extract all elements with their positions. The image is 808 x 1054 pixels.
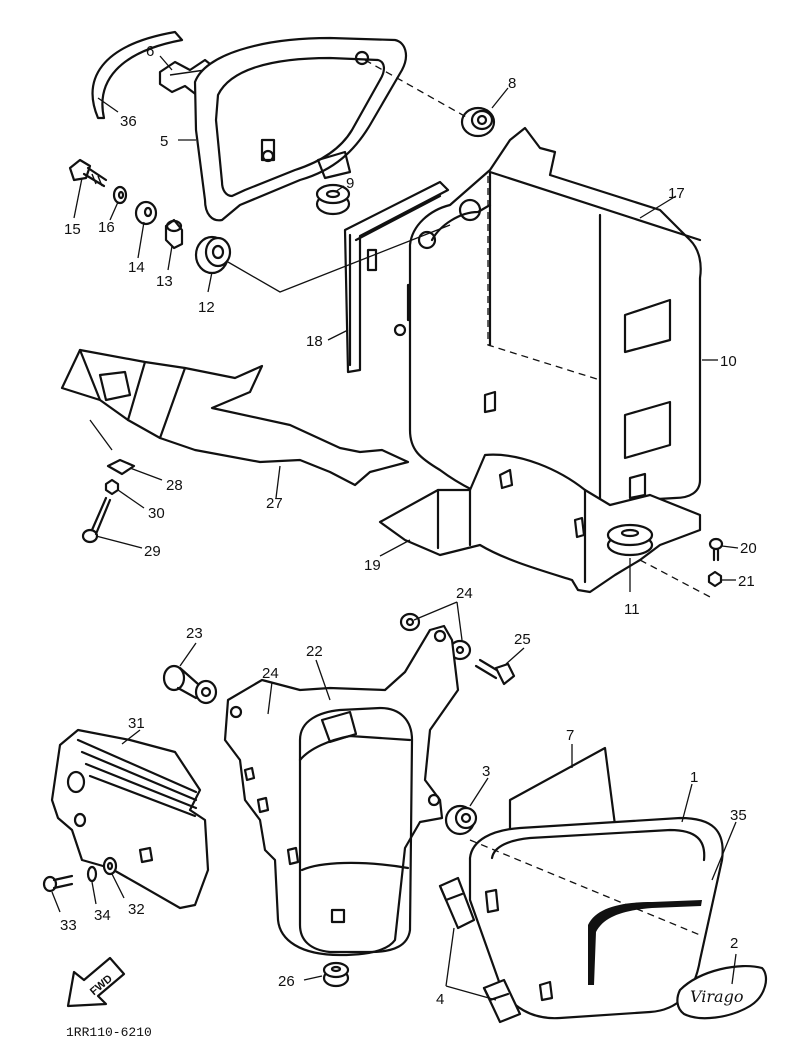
part-33-screw	[42, 874, 74, 893]
callout-14: 14	[128, 259, 145, 276]
part-1-right-cover	[468, 816, 724, 1020]
callout-20: 20	[740, 540, 757, 557]
callout-labels: 36 6 5 8 9 15 16 14 13 12 17 18 10 28 27…	[60, 43, 757, 1008]
part-23-bolt	[162, 664, 218, 705]
leader-lines	[51, 55, 739, 1001]
callout-33: 33	[60, 917, 77, 934]
part-16-washer	[112, 185, 128, 205]
callout-12: 12	[198, 299, 215, 316]
callout-6: 6	[146, 43, 154, 60]
callout-7: 7	[566, 727, 574, 744]
callout-30: 30	[148, 505, 165, 522]
callout-29: 29	[144, 543, 161, 560]
part-30-nut	[104, 478, 120, 496]
callout-27: 27	[266, 495, 283, 512]
part-14-washer	[134, 200, 158, 226]
part-11-grommet	[606, 523, 654, 557]
part-29-screw	[81, 496, 112, 544]
part-21-nut	[707, 570, 723, 588]
part-31-cover-plate	[50, 728, 210, 910]
callout-1: 1	[690, 769, 698, 786]
callout-25: 25	[514, 631, 531, 648]
callout-22: 22	[306, 643, 323, 660]
callout-5: 5	[160, 133, 168, 150]
callout-13: 13	[156, 273, 173, 290]
part-19-tray	[378, 453, 702, 594]
callout-21: 21	[738, 573, 755, 590]
callout-35: 35	[730, 807, 747, 824]
callout-18: 18	[306, 333, 323, 350]
part-27-duct	[60, 348, 410, 487]
callout-17: 17	[668, 185, 685, 202]
part-12-grommet	[194, 235, 232, 275]
callout-28: 28	[166, 477, 183, 494]
fwd-arrow-icon: FWD	[66, 956, 126, 1008]
callout-10: 10	[720, 353, 737, 370]
part-34-washer	[86, 865, 98, 883]
part-20-bolt	[708, 537, 724, 562]
callout-36: 36	[120, 113, 137, 130]
callout-19: 19	[364, 557, 381, 574]
part-28-washer	[106, 458, 136, 476]
alignment-lines	[89, 59, 713, 599]
emblem-text: Virago	[690, 987, 743, 1006]
part-9-damper	[315, 183, 351, 216]
part-8-grommet	[460, 106, 496, 138]
callout-11: 11	[624, 601, 640, 618]
callout-26: 26	[278, 973, 295, 990]
callout-15: 15	[64, 221, 81, 238]
callout-24-lower: 24	[262, 665, 279, 682]
callout-2: 2	[730, 935, 738, 952]
callout-24-upper: 24	[456, 585, 473, 602]
part-3-grommet	[444, 804, 478, 836]
callout-9: 9	[346, 175, 354, 192]
callout-23: 23	[186, 625, 203, 642]
part-4-damper	[438, 876, 522, 1024]
part-22-filter-case	[223, 624, 460, 957]
part-10-battery-box	[408, 126, 702, 514]
part-25-bolt	[474, 658, 516, 686]
part-15-bolt	[68, 158, 108, 188]
part-32-washer	[102, 856, 118, 876]
callout-4: 4	[436, 991, 444, 1008]
callout-31: 31	[128, 715, 145, 732]
callout-3: 3	[482, 763, 490, 780]
callout-34: 34	[94, 907, 111, 924]
part-5-left-cover	[193, 36, 408, 222]
callout-8: 8	[508, 75, 516, 92]
part-36-trim-strip	[91, 30, 184, 120]
part-13-collar	[164, 218, 184, 250]
drawing-number: 1RR110-6210	[66, 1025, 152, 1040]
part-26-grommet	[322, 961, 350, 988]
part-2-emblem: Virago	[676, 964, 768, 1020]
callout-16: 16	[98, 219, 115, 236]
callout-32: 32	[128, 901, 145, 918]
